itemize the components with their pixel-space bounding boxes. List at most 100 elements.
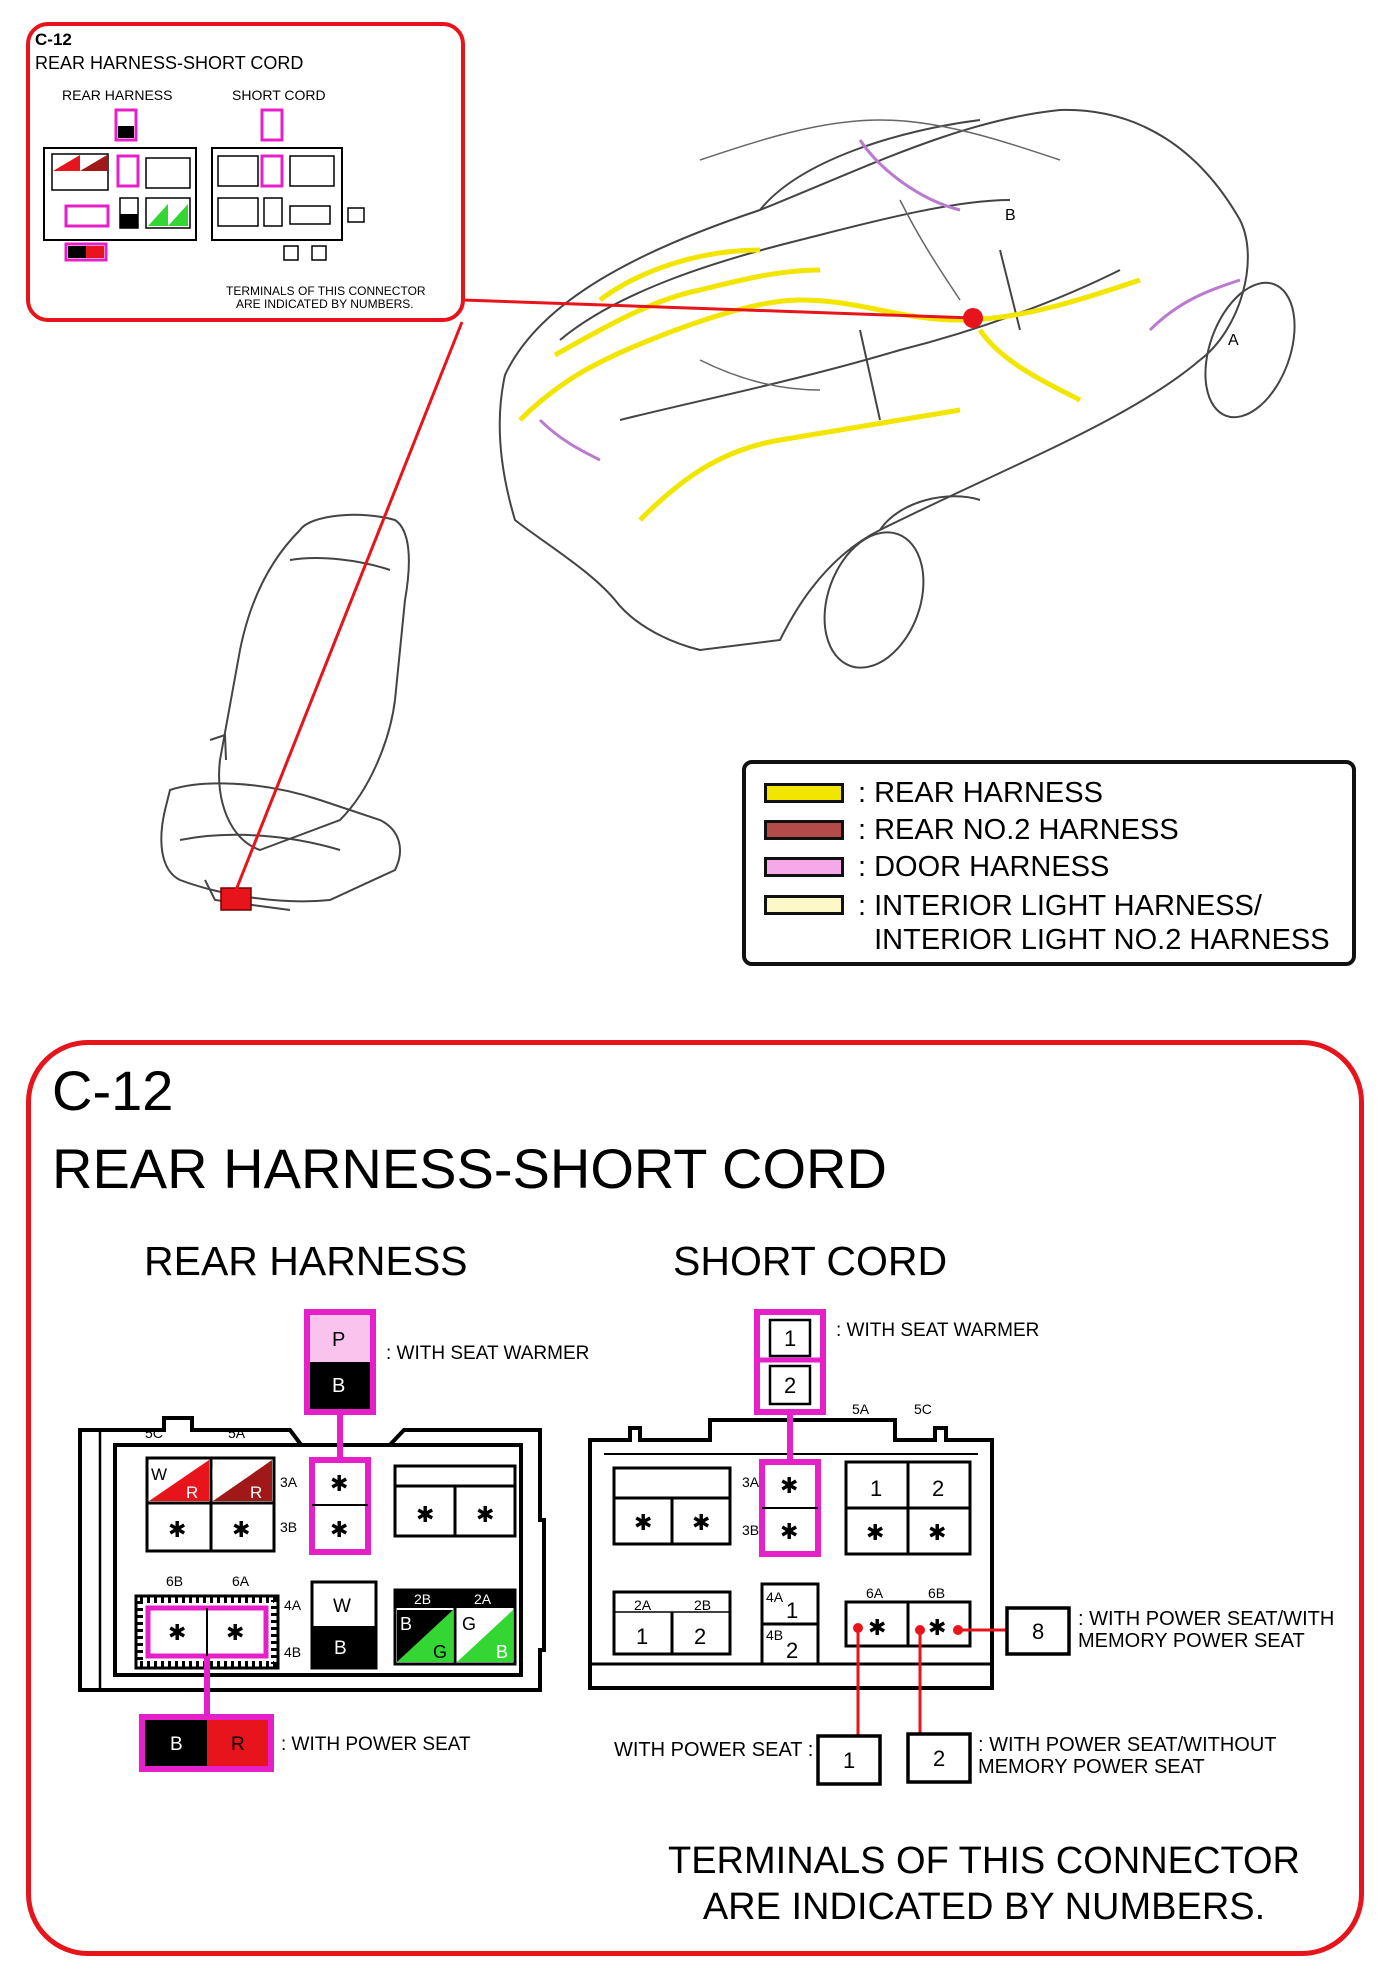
terminal-star: ✱ [168,1620,186,1645]
car-marker-a: A [1228,332,1239,349]
position-label: 5C [914,1401,932,1417]
legend-label: : REAR HARNESS [858,777,1103,809]
terminal-number: 1 [870,1476,882,1501]
wire-color-w: W [333,1596,351,1617]
terminal-star: ✱ [928,1520,946,1545]
wire-color-b: B [170,1734,183,1755]
position-label: 4B [284,1644,301,1660]
car-marker-b: B [1005,207,1016,224]
legend-item: : INTERIOR LIGHT HARNESS/ INTERIOR LIGHT… [764,889,1330,956]
position-2a: 2A [474,1591,492,1607]
legend-item: : REAR NO.2 HARNESS [764,814,1179,846]
seat-warmer-note: : WITH SEAT WARMER [836,1320,1039,1341]
wire-color-b: B [332,1375,345,1397]
wire-color-b: B [334,1638,347,1659]
short-seat-warmer-pin: 1 2 : WITH SEAT WARMER [754,1309,1039,1465]
connector-detail-panel [26,1040,1364,1956]
terminal-star: ✱ [168,1517,186,1542]
position-label: 4A [766,1589,784,1605]
short-cord-connector: ✱ ✱ ✱ ✱ 1 2 ✱ ✱ 2A 2B 1 2 4A 1 4B 2 6A 6… [588,1401,994,1690]
terminal-star: ✱ [330,1471,348,1496]
wire-color-b: B [400,1614,412,1634]
legend-label: : REAR NO.2 HARNESS [858,814,1179,846]
power-seat-label: WITH POWER SEAT : [614,1739,814,1761]
thumb-connector-id: C-12 [35,30,72,49]
legend-swatch-door-harness [764,857,844,877]
position-label: 6B [928,1585,945,1601]
terminal-number: 2 [932,1476,944,1501]
position-label: 3A [742,1474,760,1490]
rear-harness-wires [518,247,1141,522]
terminal-star: ✱ [330,1517,348,1542]
position-label: 5A [852,1401,870,1417]
door-harness-wires [538,139,1241,462]
thumb-short-cord-connector [211,108,365,261]
terminal-star: ✱ [928,1615,946,1640]
terminal-number: 1 [786,1598,798,1623]
power-seat-with-memory-note: : WITH POWER SEAT/WITH MEMORY POWER SEAT [1078,1608,1335,1652]
position-label: 5A [228,1425,246,1441]
thumb-terminals-note-2: ARE INDICATED BY NUMBERS. [236,297,414,311]
terminal-star: ✱ [868,1615,886,1640]
terminal-star: ✱ [416,1502,434,1527]
terminal-star: ✱ [634,1510,652,1535]
position-label: 3A [280,1474,298,1490]
legend-item: : REAR HARNESS [764,777,1103,809]
wire-color-r: R [186,1483,198,1502]
wire-red-fill [149,1460,209,1501]
wire-color-g: G [462,1614,476,1634]
position-label: 5C [145,1425,163,1441]
position-label: 6B [166,1573,183,1589]
position-label: 3B [742,1522,759,1538]
seat-warmer-note: : WITH SEAT WARMER [386,1343,589,1364]
power-seat-note: : WITH POWER SEAT [281,1734,471,1755]
rear-harness-connector: W R BR R ✱ ✱ ✱ ✱ ✱ ✱ ✱ ✱ W B [78,1416,546,1692]
interior-light-harness-wires [699,119,1061,391]
terminal-star: ✱ [226,1620,244,1645]
legend-label: : INTERIOR LIGHT HARNESS/ INTERIOR LIGHT… [858,890,1330,956]
wire-dark-red-fill [213,1460,272,1501]
position-label: 6A [866,1585,884,1601]
terminal-number: 2 [694,1624,706,1649]
thumb-terminals-note-1: TERMINALS OF THIS CONNECTOR [226,284,426,298]
short-cord-heading: SHORT CORD [673,1238,948,1284]
position-label: 2B [694,1597,711,1613]
terminal-star: ✱ [866,1520,884,1545]
legend-label: : DOOR HARNESS [858,851,1110,883]
connector-title: REAR HARNESS-SHORT CORD [52,1137,887,1200]
wire-green-fill [457,1610,513,1662]
power-seat-without-memory-note: : WITH POWER SEAT/WITHOUT MEMORY POWER S… [978,1734,1277,1778]
callout-leader-lines [234,298,974,891]
position-label: 4A [284,1597,302,1613]
terminal-star: ✱ [780,1519,798,1544]
terminal-star: ✱ [780,1473,798,1498]
connector-diagram: W R BR R ✱ ✱ ✱ ✱ ✱ ✱ ✱ ✱ W B [78,1309,1071,1786]
short-power-seat-pins: 8 1 2 [816,1606,1071,1786]
terminals-note: TERMINALS OF THIS CONNECTOR ARE INDICATE… [668,1840,1300,1928]
terminal-number: 2 [786,1638,798,1663]
terminal-star: ✱ [232,1517,250,1542]
rear-harness-heading: REAR HARNESS [144,1238,468,1284]
terminal-number: 1 [843,1748,855,1773]
terminal-number: 1 [636,1624,648,1649]
thumb-rear-harness-heading: REAR HARNESS [62,87,172,103]
position-label: 3B [280,1519,297,1535]
terminal-star: ✱ [476,1502,494,1527]
position-label: 6A [232,1573,250,1589]
seat-outline [160,513,410,911]
legend-item: : DOOR HARNESS [764,851,1110,883]
wire-color-r: R [250,1483,262,1502]
vehicle-harness-illustration: A B [160,108,1296,911]
legend-swatch-interior-light-harness [764,895,844,915]
terminal-number: 8 [1032,1619,1044,1644]
wire-color-p: P [332,1329,345,1351]
rear-power-seat-pin: B R : WITH POWER SEAT [139,1658,471,1772]
wire-color-br: BR [211,1465,235,1484]
legend-swatch-rear-harness [764,783,844,803]
terminal-number: 1 [784,1326,796,1351]
thumb-connector-title: REAR HARNESS-SHORT CORD [35,53,303,73]
terminal-number: 2 [784,1373,796,1398]
terminal-number: 2 [933,1746,945,1771]
legend-swatch-rear-no2-harness [764,820,844,840]
car-body-outline [498,108,1296,669]
